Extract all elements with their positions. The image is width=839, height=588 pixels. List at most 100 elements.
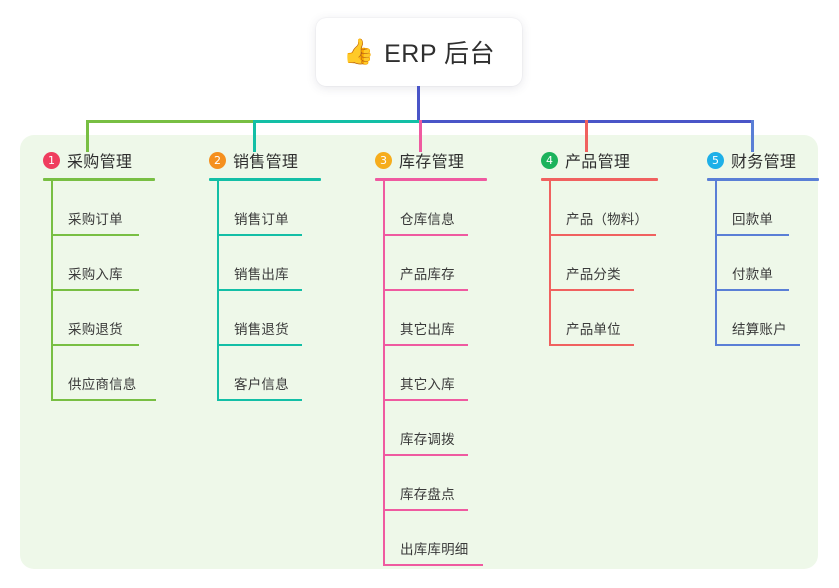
leaf-item[interactable]: 销售出库 (217, 236, 321, 291)
leaf-underline (383, 454, 468, 456)
branch-header-2[interactable]: 2 销售管理 (200, 148, 321, 172)
leaf-label: 销售出库 (234, 267, 289, 282)
branch-underline (707, 178, 819, 181)
leaf-spine (217, 181, 219, 401)
branch-drop-connector-2 (253, 120, 256, 152)
branch-title: 产品管理 (565, 154, 631, 171)
leaf-label: 付款单 (732, 267, 774, 282)
branch-underline (43, 178, 155, 181)
leaf-item[interactable]: 客户信息 (217, 346, 321, 401)
leaf-item[interactable]: 产品（物料） (549, 181, 658, 236)
leaf-label: 其它出库 (400, 322, 455, 337)
leaf-underline (383, 399, 468, 401)
leaf-list-3: 仓库信息产品库存其它出库其它入库库存调拨库存盘点出库库明细 (383, 181, 487, 566)
leaf-underline (51, 344, 139, 346)
leaf-label: 销售退货 (234, 322, 289, 337)
leaf-item[interactable]: 付款单 (715, 236, 819, 291)
leaf-underline (217, 344, 302, 346)
branch-title: 采购管理 (67, 154, 133, 171)
branch-drop-connector-4 (585, 120, 588, 152)
leaf-list-5: 回款单付款单结算账户 (715, 181, 819, 346)
leaf-label: 产品库存 (400, 267, 455, 282)
branch-number-badge: 4 (541, 151, 558, 169)
branch-drop-connector-1 (86, 120, 89, 152)
leaf-item[interactable]: 回款单 (715, 181, 819, 236)
branch-number-badge: 2 (209, 151, 226, 169)
leaf-underline (715, 344, 800, 346)
leaf-underline (549, 344, 634, 346)
branch-column-1: 1 采购管理采购订单采购入库采购退货供应商信息 (34, 148, 156, 401)
leaf-item[interactable]: 产品库存 (383, 236, 487, 291)
leaf-label: 出库库明细 (400, 542, 469, 557)
leaf-label: 采购退货 (68, 322, 123, 337)
root-node-title: ERP 后台 (384, 40, 496, 68)
leaf-label: 仓库信息 (400, 212, 455, 227)
leaf-item[interactable]: 采购订单 (51, 181, 155, 236)
leaf-label: 其它入库 (400, 377, 455, 392)
leaf-list-2: 销售订单销售出库销售退货客户信息 (217, 181, 321, 401)
branch-header-4[interactable]: 4 产品管理 (532, 148, 658, 172)
leaf-underline (217, 234, 302, 236)
leaf-label: 回款单 (732, 212, 774, 227)
leaf-underline (383, 564, 483, 566)
leaf-item[interactable]: 产品分类 (549, 236, 658, 291)
leaf-underline (549, 289, 634, 291)
leaf-item[interactable]: 库存调拨 (383, 401, 487, 456)
leaf-spine (383, 181, 385, 566)
leaf-item[interactable]: 出库库明细 (383, 511, 487, 566)
leaf-item[interactable]: 其它入库 (383, 346, 487, 401)
leaf-item[interactable]: 库存盘点 (383, 456, 487, 511)
branch-underline (541, 178, 658, 181)
bus-segment-2 (253, 120, 419, 123)
branch-underline (375, 178, 487, 181)
leaf-label: 销售订单 (234, 212, 289, 227)
leaf-item[interactable]: 销售退货 (217, 291, 321, 346)
branch-column-5: 5 财务管理回款单付款单结算账户 (698, 148, 819, 346)
leaf-item[interactable]: 其它出库 (383, 291, 487, 346)
leaf-underline (715, 289, 789, 291)
leaf-label: 结算账户 (732, 322, 787, 337)
leaf-underline (383, 344, 468, 346)
leaf-item[interactable]: 销售订单 (217, 181, 321, 236)
branch-column-2: 2 销售管理销售订单销售出库销售退货客户信息 (200, 148, 321, 401)
leaf-item[interactable]: 仓库信息 (383, 181, 487, 236)
leaf-list-1: 采购订单采购入库采购退货供应商信息 (51, 181, 156, 401)
branch-title: 销售管理 (233, 154, 299, 171)
leaf-underline (51, 399, 156, 401)
leaf-label: 产品（物料） (566, 212, 649, 227)
branch-underline (209, 178, 321, 181)
branch-number-badge: 3 (375, 151, 392, 169)
branch-header-5[interactable]: 5 财务管理 (698, 148, 819, 172)
leaf-label: 库存调拨 (400, 432, 455, 447)
leaf-item[interactable]: 供应商信息 (51, 346, 156, 401)
leaf-spine (715, 181, 717, 346)
branch-number-badge: 5 (707, 151, 724, 169)
leaf-label: 采购入库 (68, 267, 123, 282)
leaf-underline (51, 234, 139, 236)
leaf-underline (383, 234, 468, 236)
thumbs-up-icon: 👍 (342, 37, 375, 66)
leaf-item[interactable]: 采购退货 (51, 291, 155, 346)
bus-segment-1 (86, 120, 253, 123)
branch-drop-connector-3 (419, 120, 422, 152)
leaf-underline (51, 289, 139, 291)
branch-header-1[interactable]: 1 采购管理 (34, 148, 155, 172)
leaf-underline (383, 289, 468, 291)
leaf-underline (217, 399, 302, 401)
branch-drop-connector-5 (751, 120, 754, 152)
diagram-panel-background (20, 135, 818, 569)
leaf-label: 采购订单 (68, 212, 123, 227)
leaf-label: 供应商信息 (68, 377, 137, 392)
leaf-spine (549, 181, 551, 346)
leaf-item[interactable]: 结算账户 (715, 291, 819, 346)
leaf-item[interactable]: 产品单位 (549, 291, 658, 346)
leaf-label: 产品单位 (566, 322, 621, 337)
leaf-label: 客户信息 (234, 377, 289, 392)
branch-number-badge: 1 (43, 151, 60, 169)
root-node[interactable]: 👍 ERP 后台 (316, 18, 522, 86)
branch-title: 财务管理 (731, 154, 797, 171)
leaf-item[interactable]: 采购入库 (51, 236, 155, 291)
leaf-underline (549, 234, 656, 236)
